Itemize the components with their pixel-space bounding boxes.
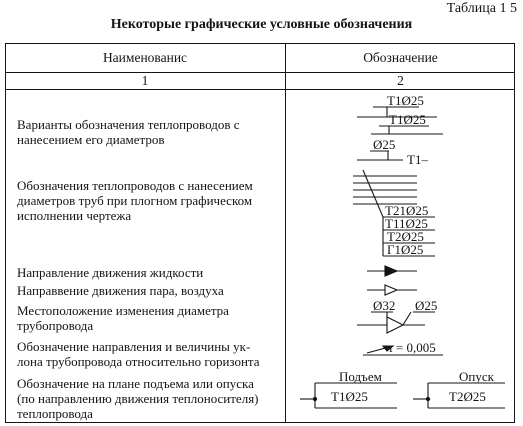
row-steam-air-flow: Направвение движения пара, воздуха [17,283,224,298]
pipe-bundle-symbol [353,169,435,257]
bundle-label-1: Т21Ø25 [385,203,428,218]
table-border-top [5,43,515,44]
table-border-bottom [5,422,515,423]
rise-pipe-label: Т1Ø25 [331,389,368,404]
reducer-label-outlet: Ø25 [415,298,437,313]
reducer-symbol [357,311,435,334]
bundle-label-4: Г1Ø25 [387,242,423,257]
liquid-flow-arrow [367,265,417,277]
symbols-drawing: Т1Ø25 Т1Ø25 Ø25 Т1– Т21Ø25 Т11Ø25 Т2Ø25 … [300,93,505,409]
pipe-label-2: Т1Ø25 [389,112,426,127]
row-liquid-flow: Направление движения жидкости [17,265,204,280]
header-designation: Обозначение [363,50,438,65]
column-number-1: 1 [141,73,149,88]
table-border-left [5,43,6,423]
row-slope: Обозначение направления и величины ук-ло… [17,339,260,369]
pipe-label-1: Т1Ø25 [387,93,424,108]
slope-value: ı = 0,005 [389,340,436,355]
header-divider [5,72,515,73]
bundle-label-2: Т11Ø25 [385,216,428,231]
drop-pipe-label: Т2Ø25 [449,389,486,404]
pipe-label-4: Т1– [407,152,428,167]
reducer-label-inlet: Ø32 [373,298,395,313]
drop-symbol [413,382,505,409]
table-number: Таблица 1 5 [446,1,517,16]
slope-symbol [363,345,443,356]
pipe-diameter-symbol [357,106,443,161]
header-name: Наименованис [102,50,188,65]
numbering-divider [5,89,515,90]
row-rise-drop: Обозначение на плане подъема или опуска(… [17,376,259,421]
pipe-label-3: Ø25 [373,137,395,152]
column-divider [285,43,286,423]
column-number-2: 2 [397,73,404,88]
table-border-right [514,43,515,423]
symbols-table: Наименованис Обозначение 1 2 Варианты об… [5,43,515,423]
rise-symbol [300,382,397,409]
bundle-label-3: Т2Ø25 [387,229,424,244]
table-title: Некоторые графические условные обозначен… [110,17,413,32]
rise-label: Подъем [339,369,382,384]
steam-flow-arrow [367,284,417,296]
drop-label: Опуск [459,369,495,384]
